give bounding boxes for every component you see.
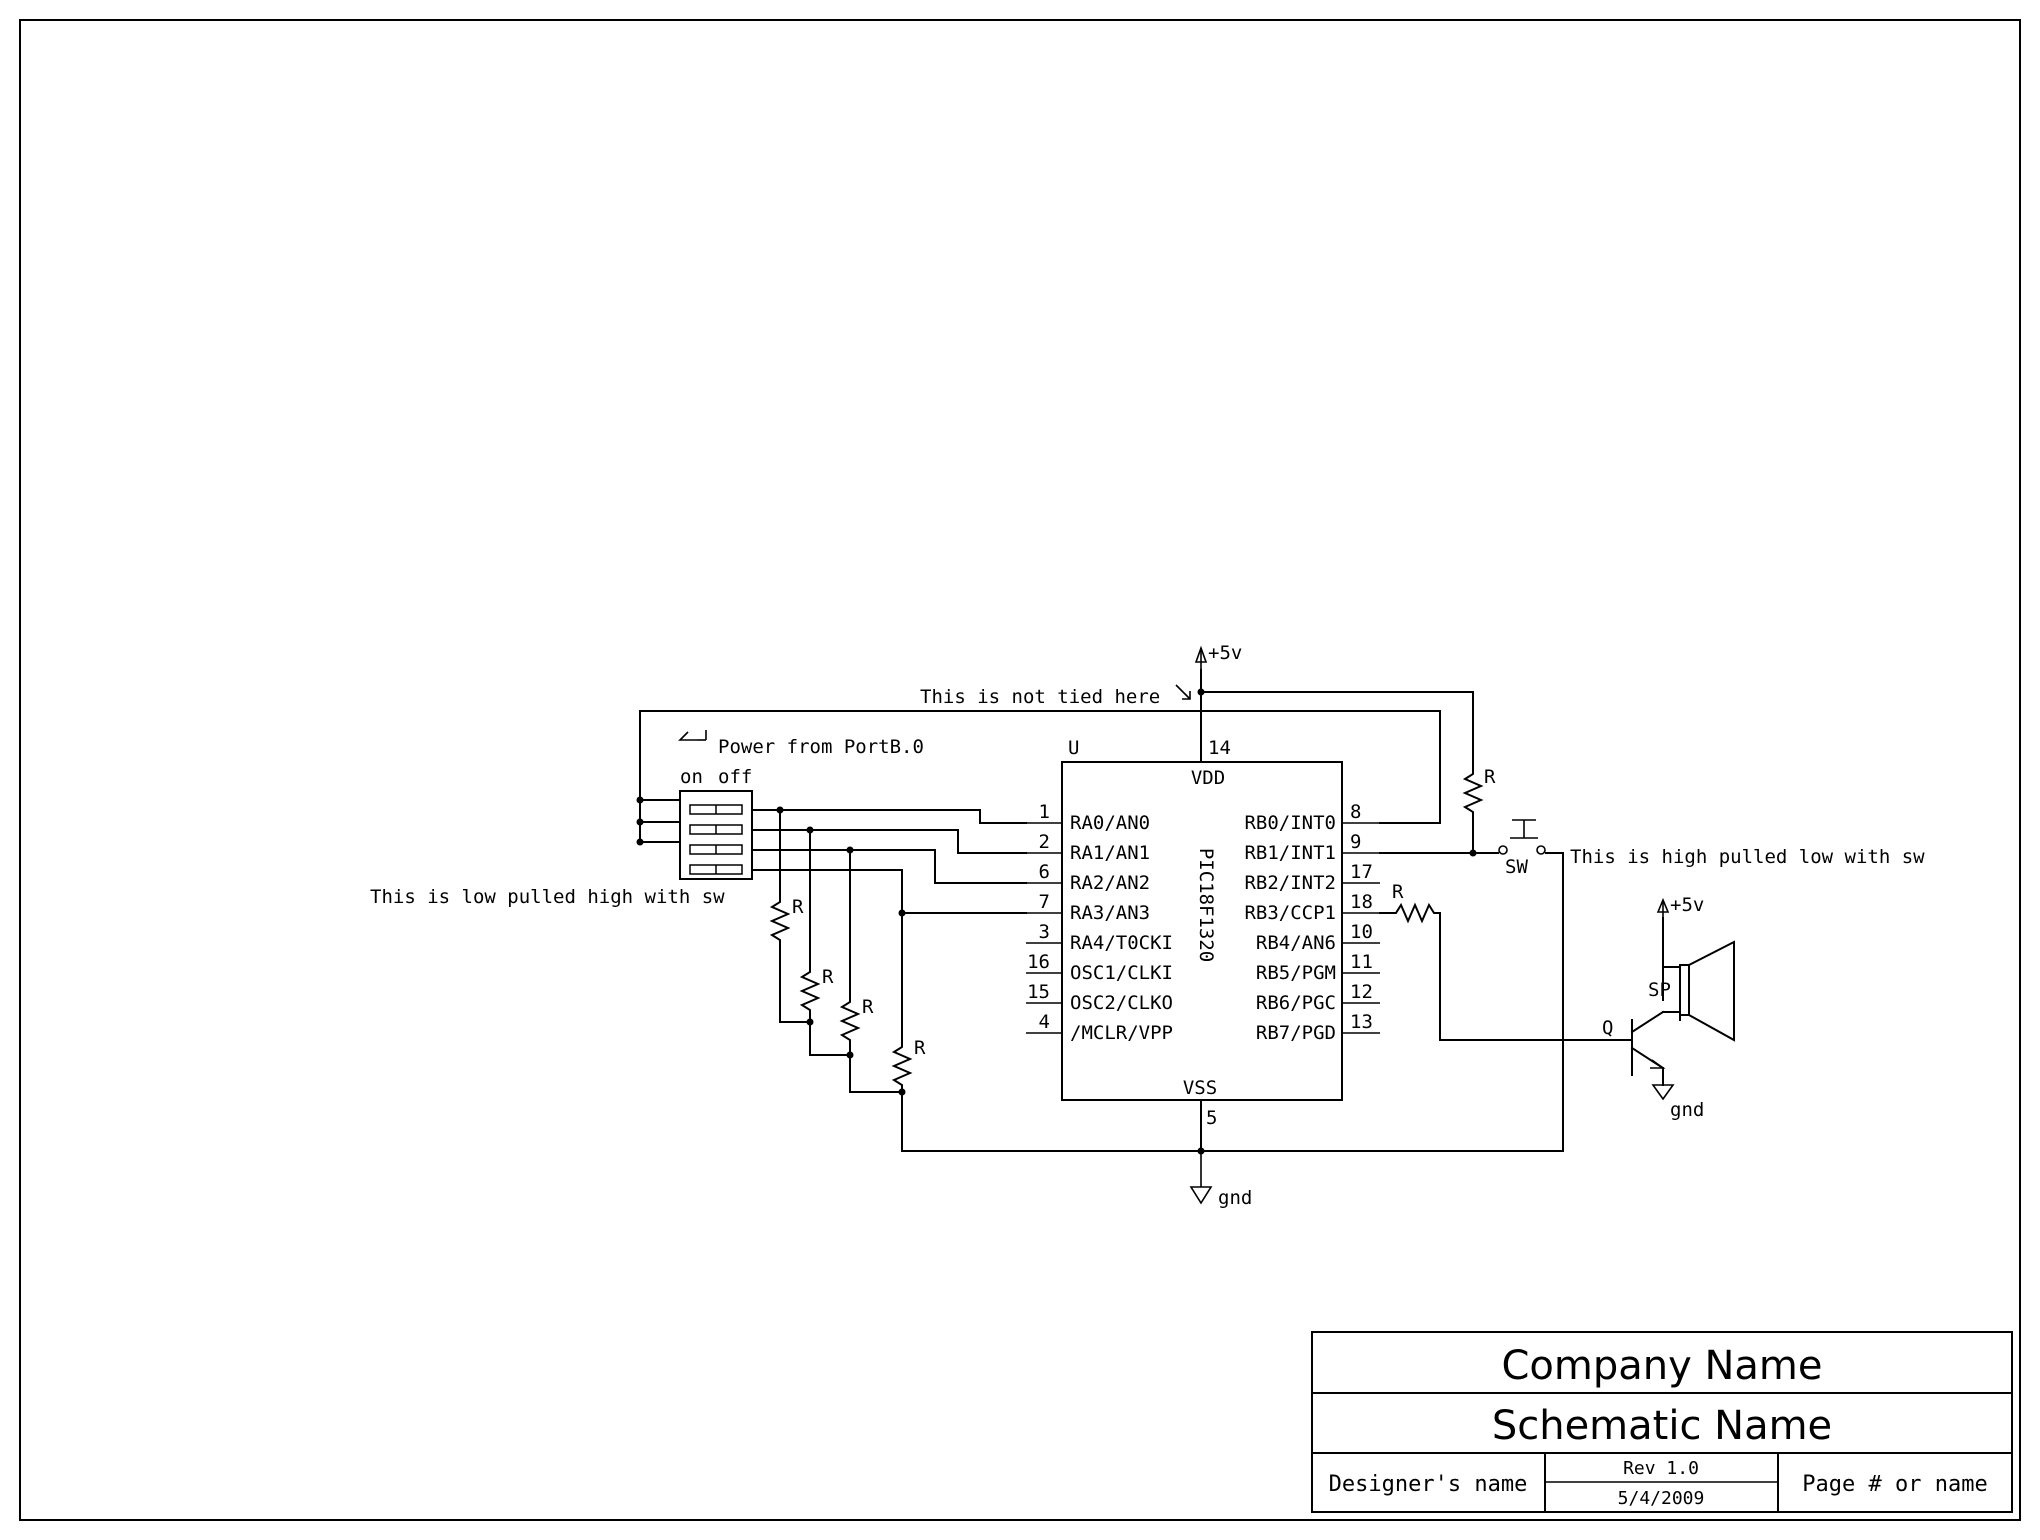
note-low-pulled-high: This is low pulled high with sw (370, 886, 725, 908)
ic-vss-pin-num: 5 (1206, 1107, 1217, 1129)
resistor-label: R (1484, 766, 1496, 788)
ic-part-name: PIC18F1320 (1195, 848, 1217, 962)
ic-pin-number: 16 (1027, 951, 1050, 973)
ic-pin-number: 8 (1350, 801, 1361, 823)
ic-pin-number: 17 (1350, 861, 1373, 883)
ic-pin-name: RA4/T0CKI (1070, 932, 1173, 954)
ic-pin-left-5[interactable]: 16 OSC1/CLKI (1026, 951, 1173, 984)
vcc-label: +5v (1208, 642, 1242, 664)
note-text: Power from PortB.0 (718, 736, 924, 758)
ic-pin-left-1[interactable]: 2 RA1/AN1 (1026, 831, 1150, 864)
ic-pin-name: OSC1/CLKI (1070, 962, 1173, 984)
ic-pin-left-0[interactable]: 1 RA0/AN0 (1026, 801, 1150, 834)
ic-vss-label: VSS (1183, 1077, 1217, 1099)
ic-vdd-pin-num: 14 (1208, 737, 1231, 759)
ic-pin-number: 1 (1039, 801, 1050, 823)
resistor-label: R (792, 896, 804, 918)
ic-pin-name: /MCLR/VPP (1070, 1022, 1173, 1044)
ic-pin-name: RA0/AN0 (1070, 812, 1150, 834)
note-power-portb: Power from PortB.0 (678, 730, 924, 758)
note-high-pulled-low: This is high pulled low with sw (1570, 846, 1925, 868)
ic-pin-name: RB3/CCP1 (1244, 902, 1336, 924)
ic-pin-name: RA2/AN2 (1070, 872, 1150, 894)
dip-off-label: off (718, 766, 752, 788)
ic-pin-left-4[interactable]: 3 RA4/T0CKI (1026, 921, 1173, 954)
resistor-r2[interactable]: R (799, 964, 834, 1016)
ic-pin-name: RB2/INT2 (1244, 872, 1336, 894)
transistor-label: Q (1602, 1017, 1613, 1039)
note-text: This is not tied here (920, 686, 1160, 708)
ic-pin-number: 18 (1350, 891, 1373, 913)
resistor-pullup[interactable]: R (1462, 766, 1496, 819)
dip-on-label: on (680, 766, 703, 788)
ic-pin-number: 7 (1039, 891, 1050, 913)
ic-pin-number: 4 (1039, 1011, 1050, 1033)
ic-pin-number: 6 (1039, 861, 1050, 883)
ic-pin-name: RB1/INT1 (1244, 842, 1336, 864)
transistor-q[interactable]: Q gnd (1602, 1010, 1704, 1121)
ic-pin-right-4[interactable]: 10 RB4/AN6 (1256, 921, 1380, 954)
dip-switch[interactable]: on off (679, 766, 753, 880)
ic-pin-number: 10 (1350, 921, 1373, 943)
note-not-tied: This is not tied here (920, 684, 1191, 708)
title-schematic-name: Schematic Name (1492, 1403, 1832, 1449)
wires (639, 669, 1681, 1152)
title-block: Company Name Schematic Name Designer's n… (1311, 1331, 2013, 1513)
speaker-label: SP (1648, 979, 1671, 1001)
ic-pin-name: RB7/PGD (1256, 1022, 1336, 1044)
ic-pin-name: RA1/AN1 (1070, 842, 1150, 864)
transistor-gnd-label: gnd (1670, 1099, 1704, 1121)
resistor-label: R (822, 966, 834, 988)
ic-pin-name: OSC2/CLKO (1070, 992, 1173, 1014)
resistor-r1[interactable]: R (769, 894, 804, 946)
ic-pin-name: RA3/AN3 (1070, 902, 1150, 924)
ic-pin-right-3[interactable]: 18 RB3/CCP1 (1244, 891, 1380, 924)
title-revision: Rev 1.0 (1623, 1458, 1699, 1479)
title-date: 5/4/2009 (1618, 1488, 1705, 1509)
gnd-label: gnd (1218, 1187, 1252, 1209)
ic-pin-name: RB4/AN6 (1256, 932, 1336, 954)
ic-pin-number: 11 (1350, 951, 1373, 973)
vcc-symbol: +5v (1194, 642, 1242, 670)
ic-pin-left-2[interactable]: 6 RA2/AN2 (1026, 861, 1150, 894)
ic-pin-name: RB5/PGM (1256, 962, 1336, 984)
ic-vdd-label: VDD (1191, 767, 1225, 789)
speaker-sp[interactable]: +5v SP (1648, 894, 1735, 1042)
resistor-r3[interactable]: R (839, 994, 874, 1046)
title-page: Page # or name (1802, 1472, 1987, 1497)
ic-pin-number: 2 (1039, 831, 1050, 853)
gnd-symbol: gnd (1189, 1150, 1252, 1209)
ic-refdes: U (1068, 737, 1079, 759)
ic-pin-name: RB0/INT0 (1244, 812, 1336, 834)
speaker-vcc-label: +5v (1670, 894, 1704, 916)
ic-pin-number: 3 (1039, 921, 1050, 943)
push-switch[interactable]: SW (1498, 819, 1546, 878)
ic-pin-left-7[interactable]: 4 /MCLR/VPP (1026, 1011, 1173, 1044)
resistor-label: R (862, 996, 874, 1018)
ic-pin-left-6[interactable]: 15 OSC2/CLKO (1026, 981, 1173, 1014)
sheet-border (19, 19, 2021, 1521)
ic-pin-right-0[interactable]: 8 RB0/INT0 (1244, 801, 1380, 834)
ic-pin-right-7[interactable]: 13 RB7/PGD (1256, 1011, 1380, 1044)
ic-pic18f1320[interactable]: U PIC18F1320 VDD VSS 14 5 1 RA0/AN0 2 RA… (1026, 737, 1380, 1129)
ic-pin-number: 15 (1027, 981, 1050, 1003)
title-company-name: Company Name (1501, 1343, 1822, 1389)
switch-label: SW (1505, 856, 1528, 878)
ic-pin-name: RB6/PGC (1256, 992, 1336, 1014)
ic-pin-right-1[interactable]: 9 RB1/INT1 (1244, 831, 1380, 864)
ic-pin-right-5[interactable]: 11 RB5/PGM (1256, 951, 1380, 984)
junction-dots (636, 688, 1477, 1155)
ic-pin-left-3[interactable]: 7 RA3/AN3 (1026, 891, 1150, 924)
ic-pin-right-2[interactable]: 17 RB2/INT2 (1244, 861, 1380, 894)
ic-pin-number: 12 (1350, 981, 1373, 1003)
resistor-label: R (1392, 881, 1404, 903)
resistor-r4[interactable]: R (891, 1037, 926, 1091)
resistor-base[interactable]: R (1389, 881, 1441, 924)
ic-pin-number: 13 (1350, 1011, 1373, 1033)
ic-pin-number: 9 (1350, 831, 1361, 853)
title-designer-name: Designer's name (1329, 1472, 1528, 1497)
resistor-label: R (914, 1037, 926, 1059)
ic-pin-right-6[interactable]: 12 RB6/PGC (1256, 981, 1380, 1014)
